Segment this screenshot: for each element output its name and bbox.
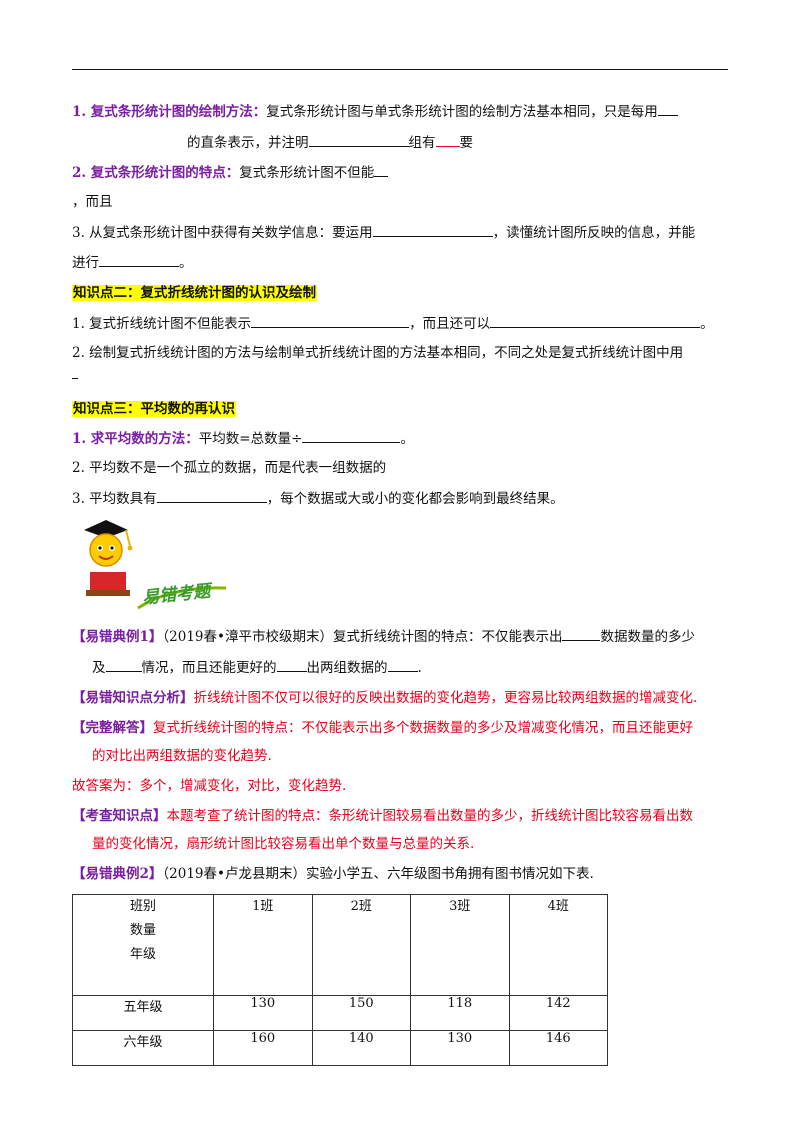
table-row-label: 六年级: [72, 1030, 214, 1066]
ex1-point-1: 本题考查了统计图的特点：条形统计图较易看出数量的多少，折线统计图比较容易看出数: [166, 808, 694, 824]
blank[interactable]: [99, 252, 179, 267]
sec2-item1-end: 。: [700, 316, 714, 332]
blank[interactable]: [308, 132, 409, 147]
table-cell: 118: [410, 995, 510, 1031]
ex1-answer-1: 复式折线统计图的特点：不仅能表示出多个数据数量的多少及增减变化情况，而且还能更好: [153, 720, 693, 736]
sec1-item2-title: 2. 复式条形统计图的特点：: [72, 165, 240, 181]
sec1-item1-line2c: 要: [459, 135, 474, 151]
ex1-result: 故答案为：多个，增减变化，对比，变化趋势.: [72, 778, 347, 794]
corner-grade-label: 年级: [129, 947, 156, 962]
ex1-answer-tag: 【完整解答】: [72, 720, 153, 736]
blank[interactable]: [302, 428, 401, 443]
table-row: 五年级 130 150 118 142: [72, 995, 608, 1031]
mascot-banner: 易错考题: [76, 516, 236, 612]
header-rule: [72, 69, 728, 70]
sec2-heading: 知识点二：复式折线统计图的认识及绘制: [72, 285, 317, 301]
blank[interactable]: [72, 364, 78, 379]
sec1-item2-line2: ，而且: [72, 194, 113, 210]
sec1-item2: 2. 复式条形统计图的特点：复式条形统计图不但能: [72, 162, 389, 183]
grade-book-table: 班别 数量 年级 1班 2班 3班 4班 五年级 130 150 118 142…: [72, 894, 608, 1066]
sec1-item1-line2b: 组有: [408, 135, 436, 151]
blank[interactable]: [435, 132, 460, 147]
sec1-item2-text: 复式条形统计图不但能: [239, 165, 375, 181]
table-row: 六年级 160 140 130 146: [72, 1030, 608, 1066]
sec1-item1-line2: 的直条表示，并注明 组有 要: [187, 132, 473, 153]
table-header-cell: 4班: [508, 894, 608, 996]
sec2-item1-a: 1. 复式折线统计图不但能表示: [72, 316, 252, 332]
sec1-item1-line2a: 的直条表示，并注明: [187, 135, 309, 151]
ex1-point-tag: 【考查知识点】: [72, 808, 167, 824]
sec1-item3: 3. 从复式条形统计图中获得有关数学信息：要运用 ，读懂统计图所反映的信息，并能: [72, 222, 695, 243]
sec1-item1: 1. 复式条形统计图的绘制方法：复式条形统计图与单式条形统计图的绘制方法基本相同…: [72, 101, 678, 122]
sec1-item3-line2-text: 进行: [72, 255, 99, 271]
table-cell: 130: [213, 995, 313, 1031]
ex1-analysis-text: 折线统计图不仅可以很好的反映出数据的变化趋势，更容易比较两组数据的增减变化.: [193, 690, 698, 706]
sec2-heading-row: 知识点二：复式折线统计图的认识及绘制: [72, 283, 317, 303]
ex1-point-2: 量的变化情况，扇形统计图比较容易看出单个数量与总量的关系.: [92, 836, 475, 852]
ex1-answer: 【完整解答】复式折线统计图的特点：不仅能表示出多个数据数量的多少及增减变化情况，…: [72, 718, 693, 738]
table-cell: 150: [311, 995, 411, 1031]
blank[interactable]: [156, 488, 267, 503]
blank[interactable]: [251, 313, 410, 328]
ex1-question: 【易错典例1】（2019春•漳平市校级期末）复式折线统计图的特点：不仅能表示出 数…: [72, 626, 695, 647]
sec3-item3-b: ，每个数据或大或小的变化都会影响到最终结果。: [266, 491, 564, 507]
ex1-answer-2: 的对比出两组数据的变化趋势.: [92, 748, 272, 764]
ex1-point: 【考查知识点】本题考查了统计图的特点：条形统计图较易看出数量的多少，折线统计图比…: [72, 806, 693, 826]
corner-quantity-label: 数量: [129, 923, 156, 938]
ex1-tag: 【易错典例1】: [72, 629, 163, 645]
ex1-question-line2: 及 情况，而且还能更好的 出两组数据的.: [92, 657, 422, 678]
sec2-item1-b: ，而且还可以: [409, 316, 491, 332]
ex1-text-a: 数据数量的多少: [600, 629, 695, 645]
ex1-line2-c: 出两组数据的: [306, 660, 388, 676]
ex2-text: （2019春•卢龙县期末）实验小学五、六年级图书角拥有图书情况如下表.: [162, 866, 594, 882]
blank[interactable]: [276, 657, 307, 672]
ex1-analysis: 【易错知识点分析】折线统计图不仅可以很好的反映出数据的变化趋势，更容易比较两组数…: [72, 688, 697, 708]
sec3-item1-text: 平均数=总数量÷: [198, 431, 303, 447]
sec1-item3-text-b: ，读懂统计图所反映的信息，并能: [492, 225, 696, 241]
sec2-item2-line2: [72, 364, 78, 385]
ex1-line2-b: 情况，而且还能更好的: [141, 660, 277, 676]
table-header-row: 班别 数量 年级 1班 2班 3班 4班: [72, 894, 608, 996]
blank[interactable]: [105, 657, 142, 672]
table-corner-cell: 班别 数量 年级: [72, 894, 214, 996]
ex1-analysis-tag: 【易错知识点分析】: [72, 690, 194, 706]
table-cell: 142: [508, 995, 608, 1031]
sec1-item3-line2: 进行 。: [72, 252, 193, 273]
corner-class-label: 班别: [129, 899, 156, 914]
ex2-question: 【易错典例2】（2019春•卢龙县期末）实验小学五、六年级图书角拥有图书情况如下…: [72, 864, 594, 884]
blank[interactable]: [490, 313, 701, 328]
blank[interactable]: [387, 657, 418, 672]
table-row-label: 五年级: [72, 995, 214, 1031]
table-cell: 160: [213, 1030, 313, 1066]
table-cell: 146: [508, 1030, 608, 1066]
sec3-item3: 3. 平均数具有 ，每个数据或大或小的变化都会影响到最终结果。: [72, 488, 564, 509]
table-cell: 130: [410, 1030, 510, 1066]
sec3-item1: 1. 求平均数的方法：平均数=总数量÷ 。: [72, 428, 414, 449]
sec1-item3-line2-end: 。: [179, 255, 193, 271]
sec2-item2: 2. 绘制复式折线统计图的方法与绘制单式折线统计图的方法基本相同，不同之处是复式…: [72, 345, 684, 361]
ex1-source: （2019春•漳平市校级期末）复式折线统计图的特点：不仅能表示出: [162, 629, 563, 645]
graduate-mascot-icon: [84, 520, 227, 610]
ex1-line2-a: 及: [92, 660, 106, 676]
sec1-item1-text: 复式条形统计图与单式条形统计图的绘制方法基本相同，只是每用: [266, 104, 658, 120]
ex2-tag: 【易错典例2】: [72, 866, 163, 882]
blank[interactable]: [372, 222, 493, 237]
sec3-item1-end: 。: [400, 431, 414, 447]
table-header-cell: 1班: [213, 894, 313, 996]
sec3-item2: 2. 平均数不是一个孤立的数据，而是代表一组数据的: [72, 460, 387, 476]
blank[interactable]: [374, 162, 389, 177]
sec3-heading-row: 知识点三：平均数的再认识: [72, 399, 236, 419]
blank[interactable]: [657, 101, 678, 116]
sec3-item1-title: 1. 求平均数的方法：: [72, 431, 199, 447]
sec3-heading: 知识点三：平均数的再认识: [72, 401, 236, 417]
table-cell: 140: [311, 1030, 411, 1066]
table-header-cell: 3班: [410, 894, 510, 996]
sec3-item3-a: 3. 平均数具有: [72, 491, 157, 507]
sec1-item1-title: 1. 复式条形统计图的绘制方法：: [72, 104, 267, 120]
ex1-line2-end: .: [417, 660, 422, 676]
blank[interactable]: [562, 626, 601, 641]
sec2-item1: 1. 复式折线统计图不但能表示 ，而且还可以 。: [72, 313, 714, 334]
table-header-cell: 2班: [311, 894, 411, 996]
sec1-item3-text: 3. 从复式条形统计图中获得有关数学信息：要运用: [72, 225, 373, 241]
